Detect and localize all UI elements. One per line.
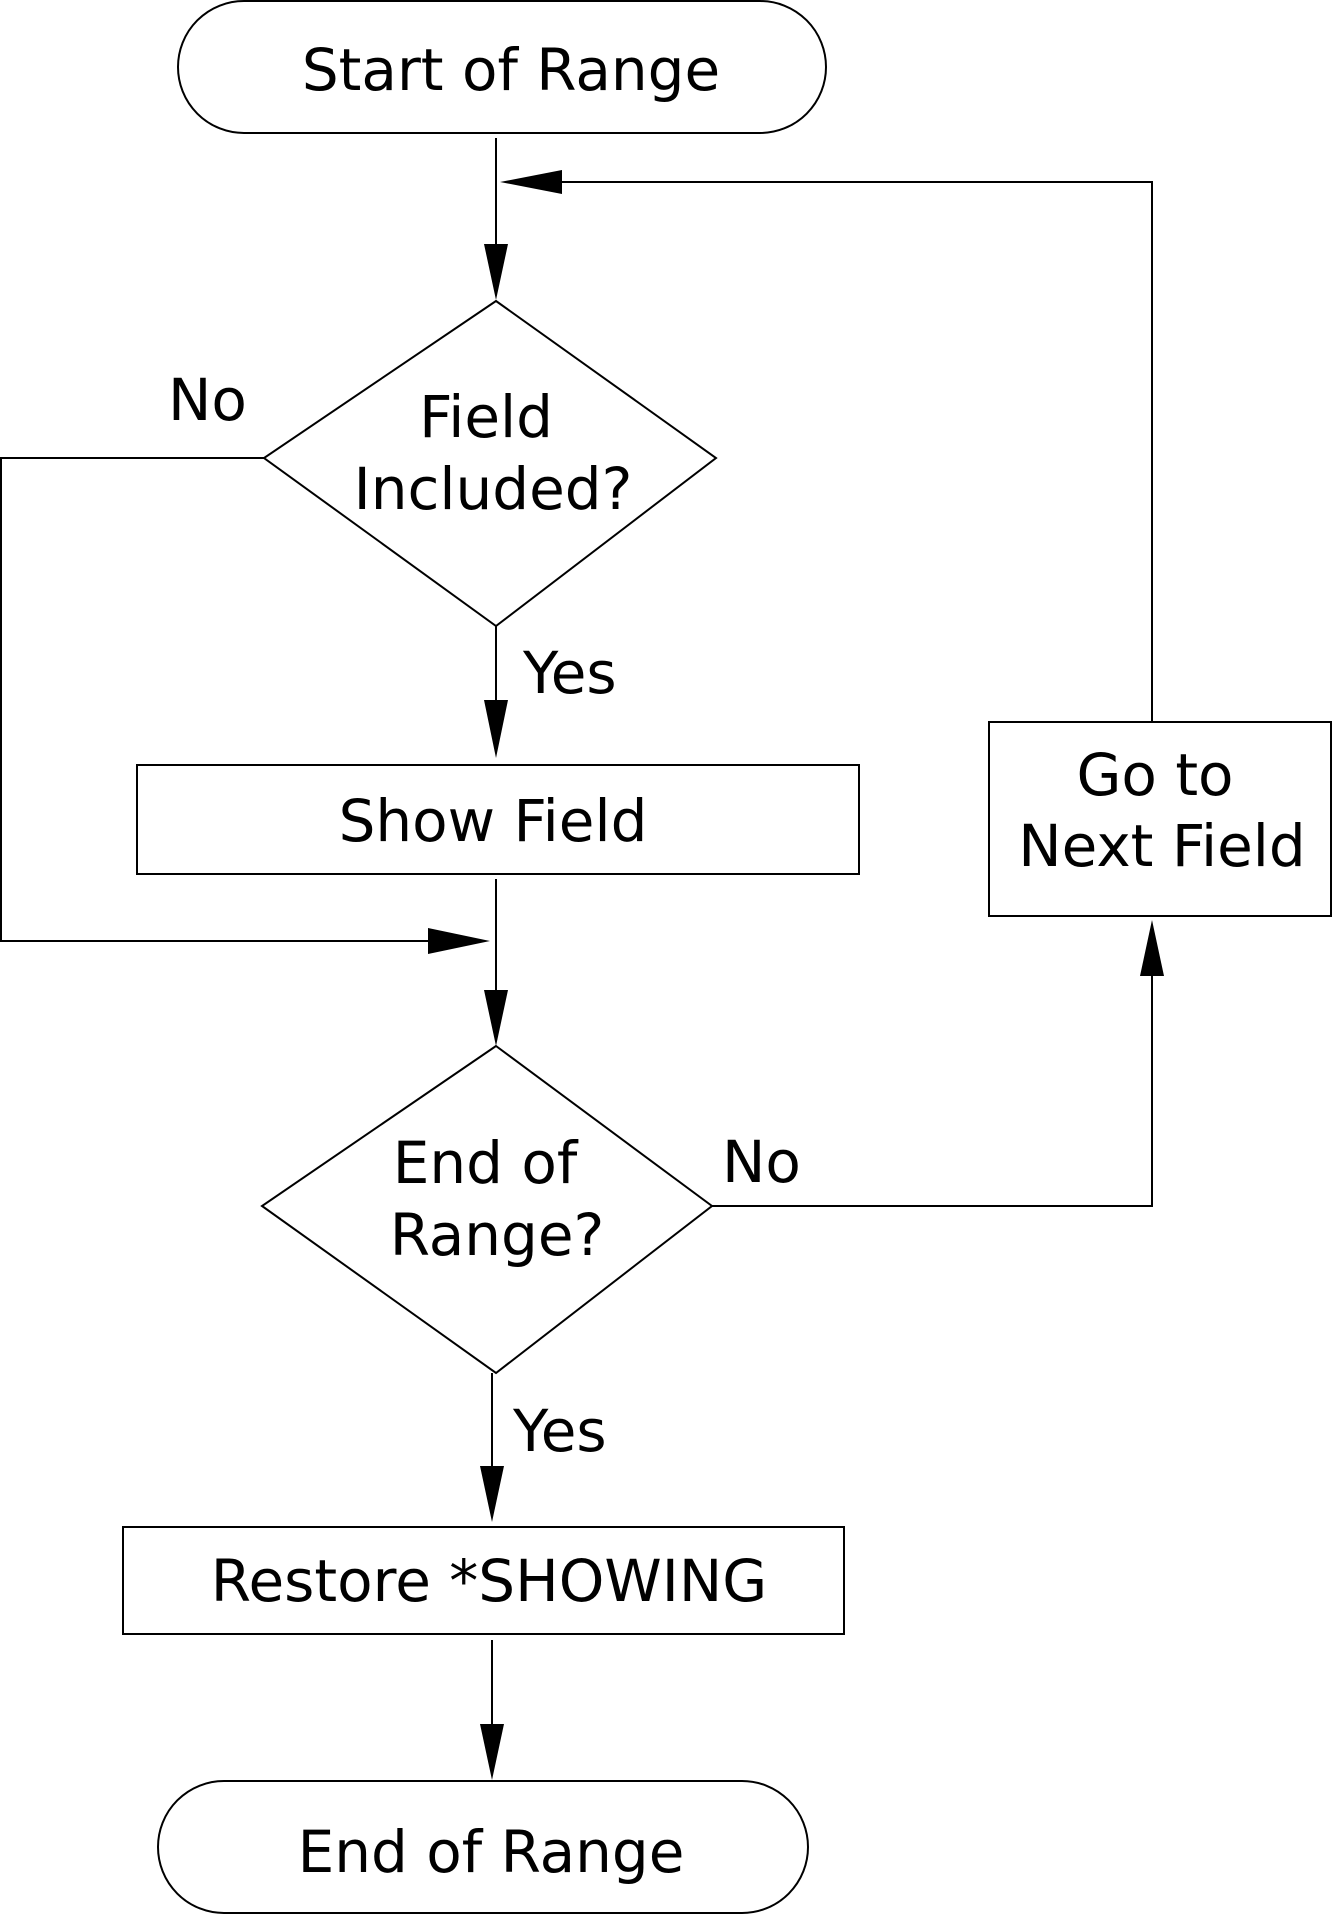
decision-field-included: Field Included? (262, 299, 718, 628)
arrow-down-icon (480, 1466, 504, 1522)
arrow-left-icon (500, 170, 562, 194)
edge-restore-to-end (480, 1640, 504, 1780)
end-of-range-yes-label: Yes (512, 1397, 607, 1465)
process-show-field: Show Field (136, 764, 860, 875)
edge-end-of-range-no: No (712, 920, 1164, 1207)
field-included-label-line1: Field (419, 383, 553, 451)
start-label: Start of Range (302, 36, 720, 104)
start-terminator: Start of Range (177, 0, 827, 134)
arrow-down-icon (484, 990, 508, 1046)
end-of-range-question-line1: End of (393, 1129, 579, 1197)
edge-show-field-to-end-of-range (484, 879, 508, 1046)
process-restore-showing: Restore *SHOWING (122, 1526, 845, 1635)
go-to-next-field-label-line2: Next Field (1018, 812, 1305, 880)
edge-start-to-field-included (484, 138, 508, 300)
end-label: End of Range (298, 1818, 685, 1886)
process-go-to-next-field: Go to Next Field (988, 721, 1332, 917)
show-field-label: Show Field (339, 787, 648, 855)
restore-showing-label: Restore *SHOWING (211, 1547, 767, 1615)
arrow-right-icon (428, 928, 490, 954)
edge-field-included-no: No (0, 366, 490, 954)
edge-end-of-range-yes: Yes (480, 1373, 607, 1522)
decision-end-of-range: End of Range? (260, 1044, 714, 1375)
edge-field-included-yes: Yes (484, 626, 617, 758)
field-included-label-line2: Included? (354, 455, 633, 523)
field-included-no-label: No (168, 366, 247, 434)
end-terminator: End of Range (157, 1780, 809, 1914)
edge-go-to-next-field-loop (500, 170, 1153, 722)
arrow-down-icon (484, 244, 508, 300)
go-to-next-field-label-line1: Go to (1076, 741, 1233, 809)
arrow-down-icon (480, 1724, 504, 1780)
field-included-yes-label: Yes (522, 639, 617, 707)
end-of-range-no-label: No (722, 1128, 801, 1196)
arrow-up-icon (1140, 920, 1164, 976)
arrow-down-icon (484, 700, 508, 758)
end-of-range-question-line2: Range? (390, 1201, 605, 1269)
